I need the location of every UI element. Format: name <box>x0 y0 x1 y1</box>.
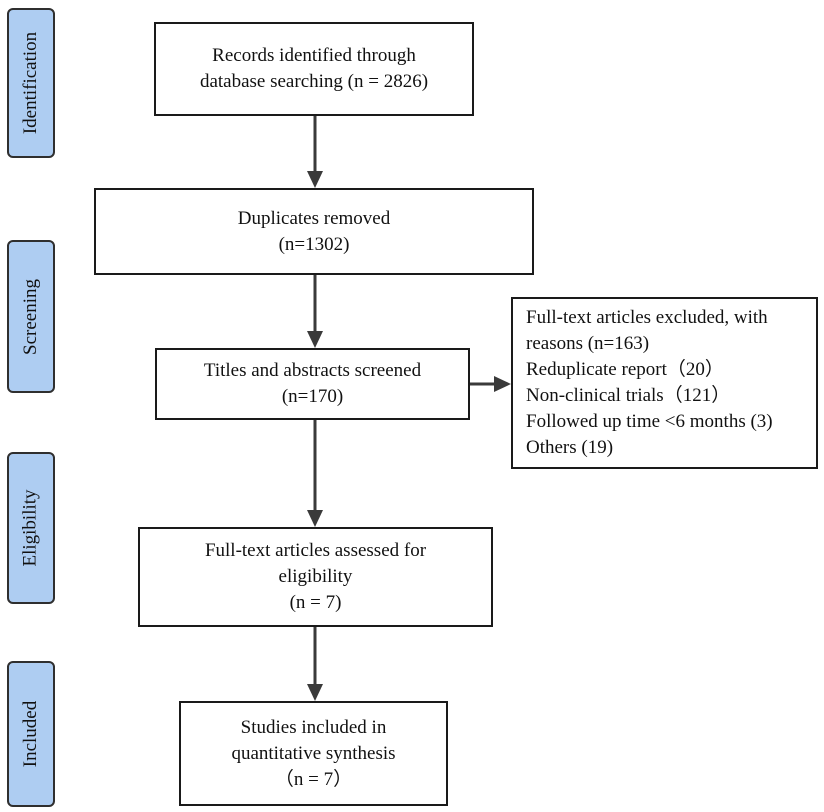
studies-included-line-3: （n = 7） <box>274 768 353 790</box>
full-text-assessed-line-2: eligibility <box>278 566 353 587</box>
excluded-line-3: Reduplicate report（20） <box>526 359 724 380</box>
arrowhead-titles <box>307 331 323 348</box>
excluded-line-6: Others (19) <box>526 437 614 458</box>
arrowhead-duplicates <box>307 171 323 188</box>
excluded-line-2: reasons (n=163) <box>526 333 650 354</box>
studies-included-box: Studies included in quantitative synthes… <box>179 701 448 806</box>
stage-tab-identification: Identification <box>7 8 55 158</box>
duplicates-removed-line-1: Duplicates removed <box>237 207 391 229</box>
excluded-line-5: Followed up time <6 months (3) <box>526 411 773 432</box>
excluded-line-4: Non-clinical trials（121） <box>526 385 731 406</box>
arrowhead-included <box>307 684 323 701</box>
duplicates-removed-line-2: (n=1302) <box>278 233 350 255</box>
studies-included-line-2: quantitative synthesis <box>231 742 396 764</box>
titles-screened-box: Titles and abstracts screened (n=170) <box>155 348 470 420</box>
arrowhead-fulltext <box>307 510 323 527</box>
full-text-assessed-line-1: Full-text articles assessed for <box>204 540 427 561</box>
titles-screened-line-2: (n=170) <box>281 386 344 407</box>
excluded-line-1: Full-text articles excluded, with <box>526 307 768 328</box>
stage-tab-eligibility: Eligibility <box>7 452 55 604</box>
stage-tab-included: Included <box>7 661 55 807</box>
records-identified-line-1: Records identified through <box>212 45 416 66</box>
titles-screened-line-1: Titles and abstracts screened <box>203 360 422 381</box>
duplicates-removed-box: Duplicates removed (n=1302) <box>94 188 534 275</box>
studies-included-line-1: Studies included in <box>240 716 387 738</box>
full-text-assessed-line-3: (n = 7) <box>289 592 342 613</box>
stage-tab-screening: Screening <box>7 240 55 393</box>
records-identified-box: Records identified through database sear… <box>154 22 474 116</box>
excluded-box: Full-text articles excluded, with reason… <box>511 297 818 469</box>
full-text-assessed-box: Full-text articles assessed for eligibil… <box>138 527 493 627</box>
arrowhead-excluded <box>494 376 511 392</box>
records-identified-line-2: database searching (n = 2826) <box>199 71 429 92</box>
